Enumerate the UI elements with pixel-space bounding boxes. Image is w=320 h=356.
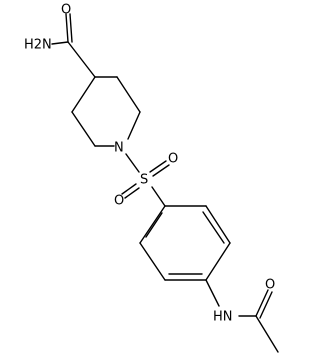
molecule-canvas: H2N O N S O O HN O — [24, 3, 279, 353]
bond-c-o-acyl-a — [255, 289, 269, 317]
bond-ar-5 — [205, 205, 231, 244]
atom-anilide-nh: HN — [213, 310, 233, 325]
bond-c-o-a — [65, 13, 69, 43]
atom-amide-nh2: H2N — [24, 38, 52, 53]
bond-ring-5 — [116, 76, 141, 113]
bond-ar-4 — [205, 242, 231, 281]
bonds — [51, 13, 279, 353]
bond-s-o-left-b — [124, 187, 140, 199]
atom-sulfonyl-o-right: O — [168, 152, 178, 167]
bond-ar-1 — [139, 205, 166, 244]
bond-ar-2 — [139, 242, 166, 281]
bond-s-o-right-b — [152, 164, 170, 177]
bond-s-o-right-a — [149, 160, 167, 173]
bond-ring-2 — [71, 111, 96, 147]
bond-s-aryl — [151, 186, 166, 207]
bond-c-o-b — [69, 13, 73, 43]
atom-amide-o: O — [61, 3, 71, 18]
atom-acetyl-o: O — [265, 278, 275, 293]
bond-c-o-acyl-b — [259, 291, 273, 319]
bond-ring-4 — [127, 111, 141, 140]
atom-sulfur: S — [140, 173, 148, 188]
atom-labels: H2N O N S O O HN O — [24, 3, 275, 325]
atom-sulfonyl-o-left: O — [114, 194, 124, 209]
bond-c-ring — [67, 41, 96, 78]
bond-n-s — [125, 153, 140, 173]
structure-diagram: H2N O N S O O HN O — [24, 3, 279, 353]
bond-c-ch3 — [255, 315, 279, 353]
bond-c-nh2 — [51, 41, 69, 45]
bond-s-o-left-a — [121, 183, 137, 195]
bond-ring-1 — [71, 76, 96, 113]
atom-ring-n: N — [114, 141, 124, 156]
bond-ar-1-inner — [145, 212, 163, 238]
bond-ar-5-inner — [202, 211, 225, 244]
bond-ar-nh — [205, 279, 220, 307]
